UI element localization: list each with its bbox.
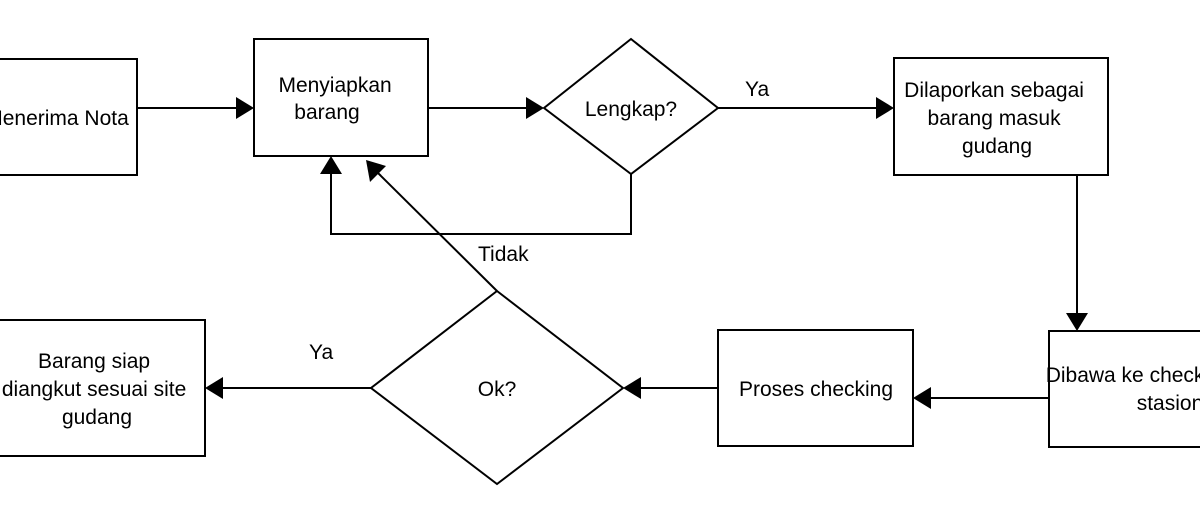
label-proses-checking: Proses checking (739, 378, 893, 401)
node-barang-siap (0, 319, 206, 457)
label-dilaporkan: Dilaporkan sebagai barang masuk gudang (904, 79, 1090, 158)
label-menerima-nota: Menerima Nota (0, 107, 129, 130)
node-lengkap-decision (542, 37, 720, 176)
edge-label-ok-tidak: Tidak (478, 243, 529, 266)
arrowhead-menyiapkan-diagonal (366, 160, 386, 182)
label-ok: Ok? (478, 378, 517, 401)
connectors (137, 97, 1088, 409)
label-menyiapkan-barang: Menyiapkan barang (278, 74, 397, 124)
node-proses-checking (717, 329, 914, 447)
arrowhead-dilaporkan (876, 97, 894, 119)
node-ok-decision (369, 289, 625, 486)
arrowhead-lengkap (526, 97, 544, 119)
arrowhead-menyiapkan-loop (320, 156, 342, 174)
edge-lengkap-loop-back (330, 174, 632, 235)
arrowhead-ok (623, 377, 641, 399)
arrowhead-siap (205, 377, 223, 399)
node-labels: Menerima Nota Menyiapkan barang Lengkap?… (0, 74, 1200, 429)
label-lengkap: Lengkap? (585, 98, 677, 121)
label-barang-siap: Barang siap diangkut sesuai site gudang (2, 350, 192, 429)
label-dibawa: Dibawa ke checking stasion (1046, 364, 1200, 415)
arrowhead-proses (913, 387, 931, 409)
edge-labels: Ya Tidak Ya (309, 78, 769, 364)
node-dilaporkan (893, 57, 1109, 176)
arrowhead-dibawa (1066, 313, 1088, 331)
arrowhead-menyiapkan (236, 97, 254, 119)
node-menerima-nota (0, 58, 138, 176)
edge-label-ok-ya: Ya (309, 341, 333, 364)
node-menyiapkan-barang (253, 38, 429, 157)
node-dibawa (1048, 330, 1200, 448)
nodes (0, 37, 1200, 486)
edge-ok-to-menyiapkan (377, 172, 498, 292)
edge-label-lengkap-ya: Ya (745, 78, 769, 101)
